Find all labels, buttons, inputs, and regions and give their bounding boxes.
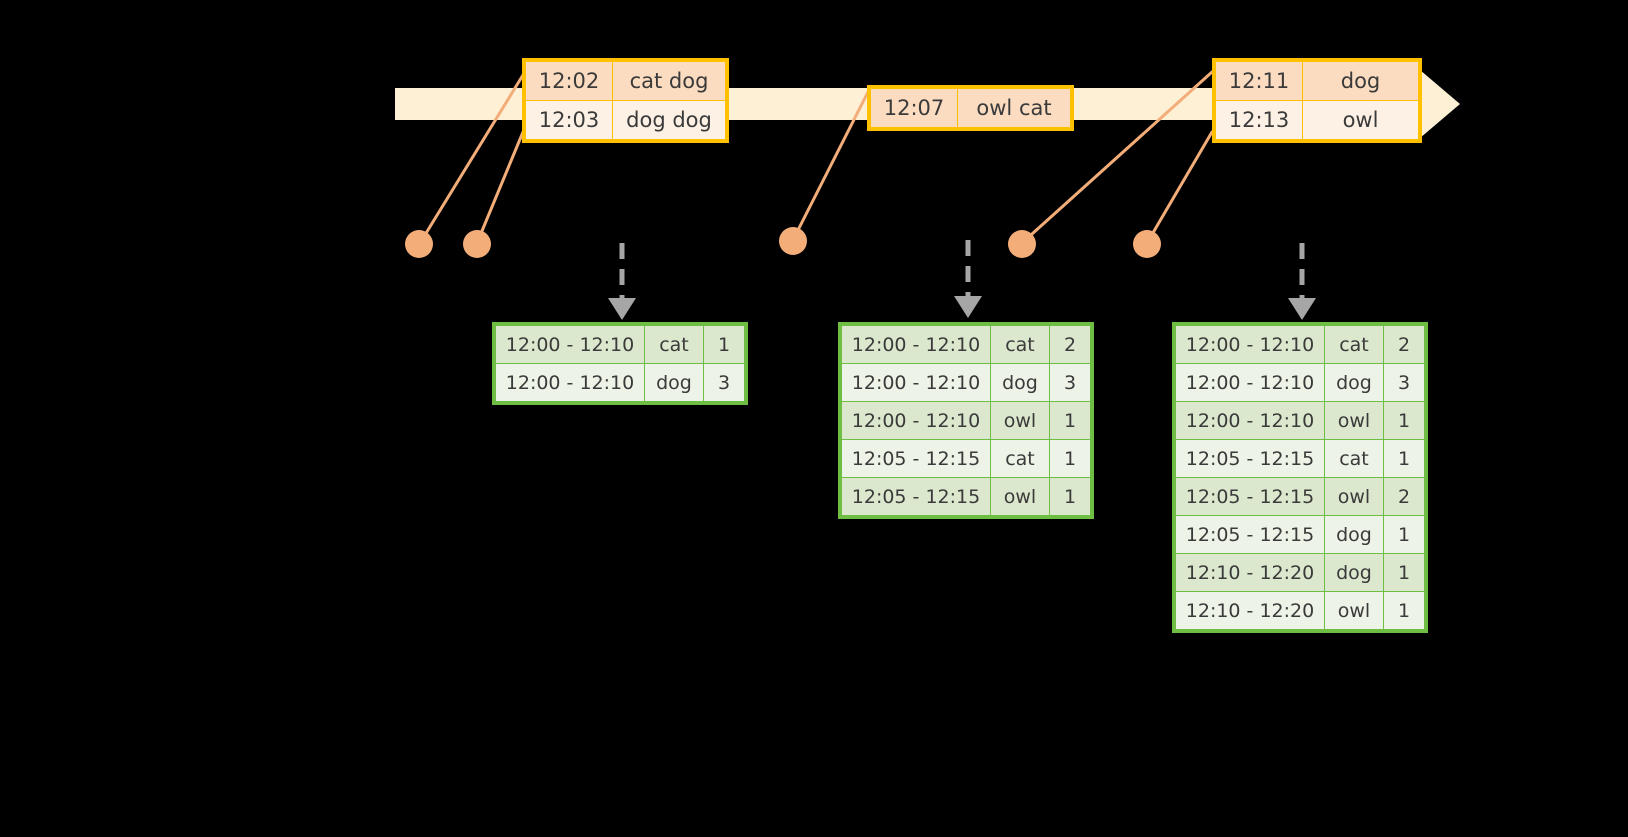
- result-key: cat: [644, 325, 704, 364]
- event-dot: [779, 227, 807, 255]
- result-window: 12:00 - 12:10: [841, 401, 991, 440]
- result-key: owl: [1324, 477, 1384, 516]
- result-count: 1: [1383, 439, 1425, 478]
- result-window: 12:00 - 12:10: [495, 325, 645, 364]
- result-key: owl: [990, 401, 1050, 440]
- event-value: dog: [1302, 61, 1419, 101]
- event-dot: [1008, 230, 1036, 258]
- event-value: dog dog: [612, 100, 726, 140]
- event-table-1: 12:02 cat dog 12:03 dog dog: [525, 61, 726, 140]
- event-dot: [463, 230, 491, 258]
- result-key: cat: [990, 325, 1050, 364]
- event-time: 12:13: [1215, 100, 1303, 140]
- event-table-3: 12:11 dog 12:13 owl: [1215, 61, 1419, 140]
- event-dot: [405, 230, 433, 258]
- result-window: 12:05 - 12:15: [1175, 515, 1325, 554]
- emit-arrowheads: [608, 296, 1316, 320]
- event-dot: [1133, 230, 1161, 258]
- result-window: 12:00 - 12:10: [841, 325, 991, 364]
- result-key: cat: [1324, 325, 1384, 364]
- event-row: 12:07 owl cat: [870, 88, 1071, 128]
- event-value: owl: [1302, 100, 1419, 140]
- result-count: 1: [1049, 477, 1091, 516]
- result-count: 3: [703, 363, 745, 402]
- result-window: 12:10 - 12:20: [1175, 591, 1325, 630]
- result-key: owl: [990, 477, 1050, 516]
- event-group-2: 12:07 owl cat: [867, 85, 1074, 131]
- event-row: 12:02 cat dog: [525, 61, 726, 101]
- event-time: 12:07: [870, 88, 958, 128]
- result-key: dog: [1324, 515, 1384, 554]
- result-count: 1: [1383, 553, 1425, 592]
- result-key: cat: [990, 439, 1050, 478]
- event-row: 12:03 dog dog: [525, 100, 726, 140]
- result-key: owl: [1324, 591, 1384, 630]
- result-window: 12:05 - 12:15: [841, 439, 991, 478]
- result-key: dog: [1324, 553, 1384, 592]
- result-key: owl: [1324, 401, 1384, 440]
- result-key: dog: [990, 363, 1050, 402]
- result-count: 1: [1383, 401, 1425, 440]
- result-window: 12:00 - 12:10: [841, 363, 991, 402]
- event-value: cat dog: [612, 61, 726, 101]
- event-value: owl cat: [957, 88, 1071, 128]
- result-window: 12:10 - 12:20: [1175, 553, 1325, 592]
- event-row: 12:11 dog: [1215, 61, 1419, 101]
- result-window: 12:00 - 12:10: [1175, 363, 1325, 402]
- result-key: dog: [644, 363, 704, 402]
- emit-arrows: [619, 240, 1305, 300]
- event-table-2: 12:07 owl cat: [870, 88, 1071, 128]
- result-count: 1: [1383, 515, 1425, 554]
- event-group-1: 12:02 cat dog 12:03 dog dog: [522, 58, 729, 143]
- event-group-3: 12:11 dog 12:13 owl: [1212, 58, 1422, 143]
- result-count: 2: [1383, 325, 1425, 364]
- event-dots: [405, 227, 1161, 258]
- result-count: 3: [1383, 363, 1425, 402]
- result-window: 12:05 - 12:15: [1175, 477, 1325, 516]
- result-window: 12:05 - 12:15: [1175, 439, 1325, 478]
- result-window: 12:00 - 12:10: [495, 363, 645, 402]
- event-time: 12:03: [525, 100, 613, 140]
- event-time: 12:11: [1215, 61, 1303, 101]
- result-window: 12:05 - 12:15: [841, 477, 991, 516]
- result-count: 3: [1049, 363, 1091, 402]
- result-key: dog: [1324, 363, 1384, 402]
- result-count: 1: [1383, 591, 1425, 630]
- result-count: 2: [1049, 325, 1091, 364]
- result-count: 2: [1383, 477, 1425, 516]
- event-row: 12:13 owl: [1215, 100, 1419, 140]
- result-window: 12:00 - 12:10: [1175, 401, 1325, 440]
- result-count: 1: [703, 325, 745, 364]
- result-key: cat: [1324, 439, 1384, 478]
- result-window: 12:00 - 12:10: [1175, 325, 1325, 364]
- result-count: 1: [1049, 401, 1091, 440]
- result-count: 1: [1049, 439, 1091, 478]
- event-time: 12:02: [525, 61, 613, 101]
